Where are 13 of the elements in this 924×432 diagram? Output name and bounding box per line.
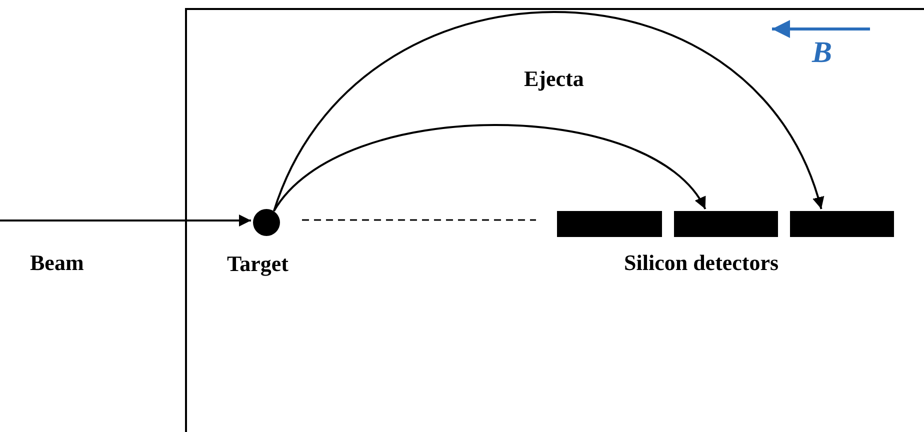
ejecta-label: Ejecta <box>524 68 584 90</box>
detector-label: Silicon detectors <box>624 252 779 274</box>
target-label: Target <box>227 253 289 275</box>
detector-bar <box>674 211 778 237</box>
trajectory-arrow <box>273 124 706 212</box>
detector-bar <box>557 211 662 237</box>
trajectory-arrow <box>273 11 823 212</box>
detector-bar <box>790 211 894 237</box>
field-symbol: B <box>812 38 832 68</box>
beam-label: Beam <box>30 252 84 274</box>
target-dot <box>253 209 280 236</box>
beam-arrow <box>0 214 251 226</box>
frame-outline <box>185 8 924 432</box>
